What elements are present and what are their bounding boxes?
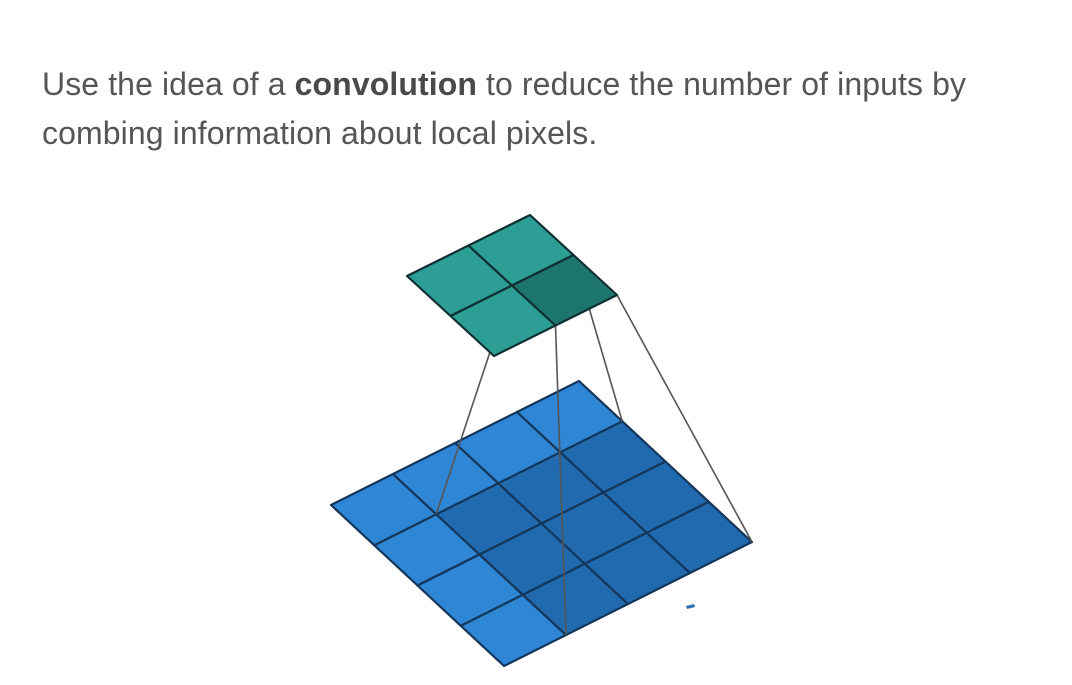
output-grid xyxy=(405,213,619,358)
caption-part-1: Use the idea of a xyxy=(42,66,295,102)
caption-keyword-convolution: convolution xyxy=(294,66,478,102)
projection-line xyxy=(616,294,753,543)
output-cell xyxy=(510,253,619,327)
input-grid xyxy=(329,379,754,668)
caption-text: Use the idea of a convolution to reduce … xyxy=(42,60,1052,158)
projection-line xyxy=(554,325,567,636)
stray-mark xyxy=(686,604,695,609)
caption-part-2: to reduce the number of inputs by combin… xyxy=(42,66,967,151)
